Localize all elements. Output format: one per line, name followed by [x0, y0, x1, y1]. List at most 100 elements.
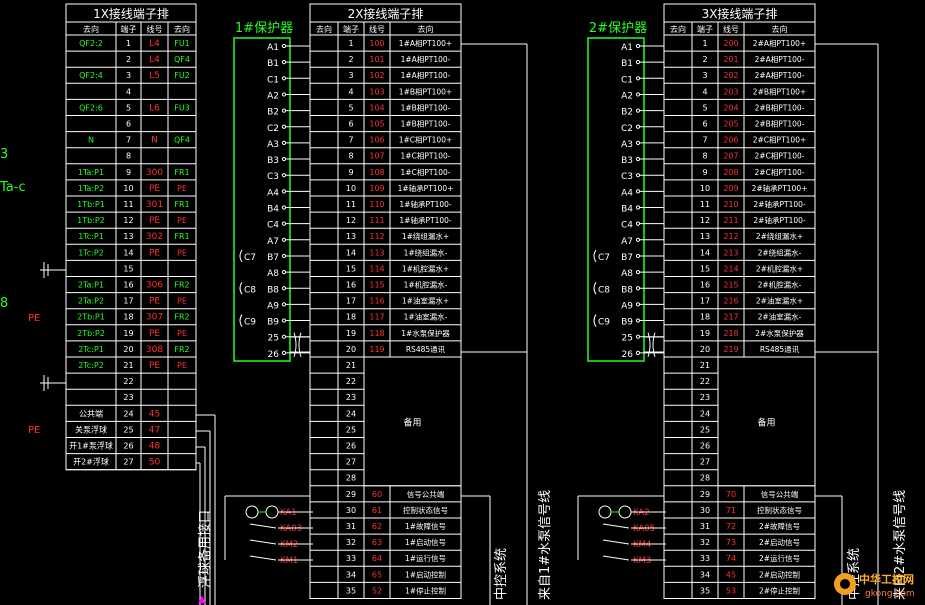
protector-pin: C3	[267, 172, 310, 182]
column-header: 去向	[83, 24, 99, 34]
cell-text: 信号公共端	[761, 489, 799, 499]
cell-text: 52	[372, 586, 382, 595]
label-from-pump1-signal: 来自1#水泵信号线	[538, 490, 553, 600]
cell-text: 308	[146, 345, 163, 355]
pin-label: C2	[267, 124, 279, 134]
table-row: 24	[346, 409, 356, 418]
cell-text: PE	[149, 361, 160, 371]
cell-text: 2Ta:P2	[78, 297, 104, 306]
cell-text: 19	[346, 329, 356, 338]
cell-text: 1Ta:P2	[78, 184, 104, 193]
pin-label: B9	[621, 318, 633, 328]
cell-text: 25	[123, 425, 133, 434]
cell-text: 20	[123, 345, 133, 354]
cell-text: 4	[348, 87, 353, 96]
cell-text: 13	[123, 232, 133, 241]
cap-label: C7	[598, 253, 610, 263]
cell-text: 12	[123, 216, 133, 225]
pin-label: C1	[267, 75, 279, 85]
terminal-title: 1X接线端子排	[93, 6, 169, 21]
cell-text: 103	[369, 87, 384, 96]
cell-text: 201	[723, 55, 738, 64]
cell-text: N	[88, 136, 94, 145]
cap-label: C9	[598, 318, 610, 328]
relay-label: KA05	[633, 524, 655, 534]
cell-text: 26	[700, 442, 710, 451]
cell-text: 5	[702, 103, 707, 112]
ground-symbol-1	[40, 262, 66, 278]
cell-text: 10	[700, 184, 710, 193]
pin-label: 25	[622, 334, 633, 344]
cell-text: 34	[700, 570, 710, 579]
cell-text: 27	[700, 458, 710, 467]
cell-text: 7	[126, 136, 131, 145]
cell-text: 1#绕组漏水-	[404, 247, 448, 257]
cell-text: 15	[123, 264, 133, 273]
cell-text: 2#轴承PT100+	[752, 183, 808, 193]
protector-pin: A3	[621, 140, 664, 150]
cell-text: 102	[369, 71, 384, 80]
cell-text: 26	[346, 442, 356, 451]
protector-pin: B8	[621, 285, 664, 295]
pin-label: C3	[621, 172, 633, 182]
cell-text: 3	[348, 71, 353, 80]
cell-text: 53	[726, 586, 736, 595]
cell-text: 104	[369, 103, 384, 112]
cell-text: 217	[723, 313, 738, 322]
cell-text: 1#停止控制	[405, 585, 446, 595]
pin-label: B4	[621, 205, 633, 215]
protector-pin: B2	[621, 108, 664, 118]
watermark-logo: 中华工控网 gkong.com	[831, 567, 921, 601]
protector-pin: B2	[267, 108, 310, 118]
protector-pin: A8	[621, 269, 664, 279]
cell-text: 9	[702, 168, 707, 177]
cell-text: 22	[123, 377, 133, 386]
cell-text: 1#启动控制	[405, 569, 446, 579]
cell-text: 45	[149, 409, 160, 419]
protector-pin: B4	[267, 205, 310, 215]
cell-text: 215	[723, 281, 738, 290]
cell-text: 2	[702, 55, 707, 64]
pin-label: A3	[267, 140, 279, 150]
cell-text: 2	[348, 55, 353, 64]
protector-pin: C1	[267, 75, 310, 85]
cell-text: FR1	[174, 232, 189, 241]
protector-pin: A4	[621, 188, 664, 198]
connection-wires	[196, 43, 879, 605]
cell-text: 30	[700, 506, 710, 515]
relay-label: KA03	[280, 524, 302, 534]
pin-label: B1	[267, 59, 279, 69]
cell-text: PE	[177, 361, 187, 370]
pin-label: 26	[622, 350, 634, 360]
cell-text: 1	[126, 39, 131, 48]
cell-text: 2#B相PT100+	[753, 86, 806, 96]
table-row: 25	[700, 425, 710, 434]
protector-pin: A7	[267, 237, 310, 247]
cell-text: FU3	[174, 103, 190, 112]
cell-text: 32	[346, 538, 356, 547]
cell-text: L4	[149, 55, 160, 65]
